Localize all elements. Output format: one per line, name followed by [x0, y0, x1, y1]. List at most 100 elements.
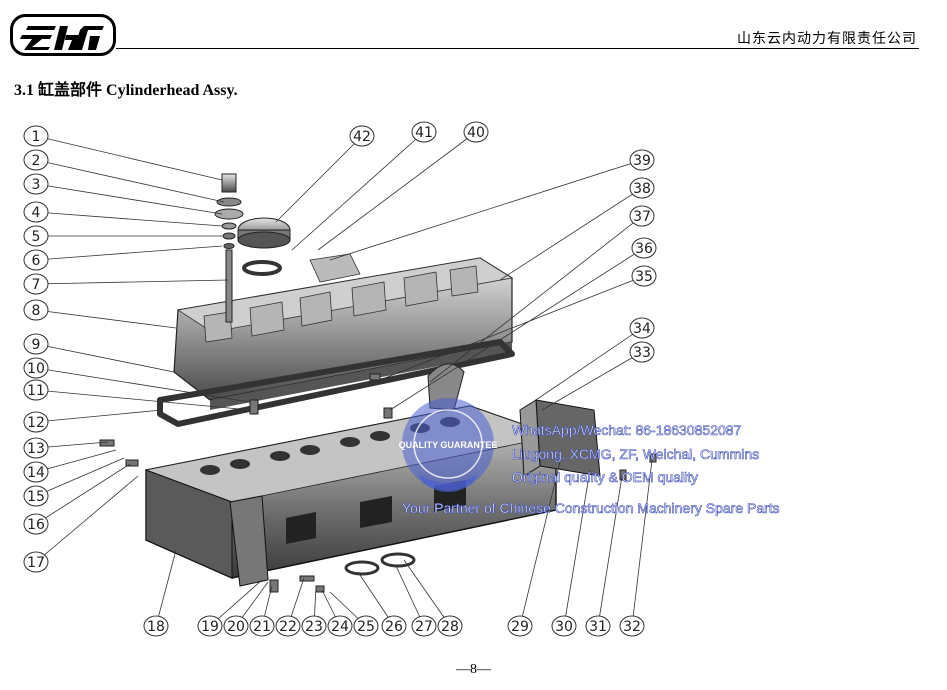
- callout-balloon-10: [23, 357, 49, 379]
- callout-33: 33: [629, 341, 655, 363]
- watermark-seal-text: QUALITY GUARANTEE: [399, 440, 498, 450]
- callout-number-18: 18: [147, 619, 165, 635]
- watermark: QUALITY GUARANTEE WhatsApp/Wechat: 86-18…: [399, 398, 780, 516]
- callout-10: 10: [23, 357, 49, 379]
- callout-balloon-28: [437, 615, 463, 637]
- callout-balloon-42: [349, 125, 375, 147]
- valve-cover: [173, 253, 514, 410]
- callout-number-34: 34: [633, 321, 651, 337]
- watermark-quality: Original quality & OEM quality: [512, 469, 698, 485]
- callout-40: 40: [463, 121, 489, 143]
- leader-line-15: [35, 457, 125, 497]
- leader-line-34: [529, 327, 643, 405]
- leader-line-35: [379, 275, 645, 381]
- callout-number-10: 10: [27, 361, 45, 377]
- callout-30: 30: [551, 615, 577, 637]
- callout-number-33: 33: [633, 345, 651, 361]
- callout-number-5: 5: [32, 229, 41, 245]
- callout-number-23: 23: [305, 619, 323, 635]
- leader-line-30: [563, 469, 591, 627]
- leader-line-29: [519, 461, 561, 627]
- callout-balloon-18: [143, 615, 169, 637]
- callout-22: 22: [275, 615, 301, 637]
- callout-11: 11: [23, 379, 49, 401]
- callout-balloon-19: [197, 615, 223, 637]
- leader-line-12: [35, 409, 163, 423]
- oil-filler-cap: [237, 217, 291, 276]
- callout-balloon-5: [23, 225, 49, 247]
- leader-line-16: [35, 463, 131, 525]
- callout-balloon-21: [249, 615, 275, 637]
- watermark-tagline: Your Partner of Chinese Construction Mac…: [402, 500, 780, 516]
- callout-balloon-11: [23, 379, 49, 401]
- leader-line-32: [631, 459, 653, 627]
- callout-balloon-14: [23, 461, 49, 483]
- company-logo: [10, 14, 116, 56]
- callout-2: 2: [23, 149, 49, 171]
- callout-balloon-12: [23, 411, 49, 433]
- callout-number-24: 24: [331, 619, 349, 635]
- callout-number-17: 17: [27, 555, 45, 571]
- o-rings: [344, 552, 416, 576]
- page-number: —8—: [456, 662, 491, 677]
- callout-balloon-29: [507, 615, 533, 637]
- callout-balloon-37: [629, 205, 655, 227]
- callout-balloon-40: [463, 121, 489, 143]
- callout-number-30: 30: [555, 619, 573, 635]
- leader-line-39: [329, 159, 643, 261]
- callout-number-7: 7: [32, 277, 41, 293]
- callout-balloon-2: [23, 149, 49, 171]
- leader-line-27: [395, 565, 425, 627]
- callout-number-15: 15: [27, 489, 45, 505]
- callout-balloon-1: [23, 125, 49, 147]
- callout-number-4: 4: [32, 205, 41, 221]
- callout-balloon-8: [23, 299, 49, 321]
- callout-balloon-33: [629, 341, 655, 363]
- callout-number-13: 13: [27, 441, 45, 457]
- thermostat-housing: [519, 399, 601, 477]
- callout-balloon-4: [23, 201, 49, 223]
- leader-line-6: [35, 245, 223, 261]
- leader-line-19: [209, 579, 263, 627]
- callout-number-8: 8: [32, 303, 41, 319]
- leader-line-28: [403, 559, 451, 627]
- leader-line-4: [35, 211, 223, 227]
- leader-line-3: [35, 183, 223, 215]
- callout-35: 35: [631, 265, 657, 287]
- bolts: [99, 373, 657, 593]
- callout-number-38: 38: [633, 181, 651, 197]
- valve-cover-gasket: [157, 339, 515, 427]
- leader-line-11: [35, 389, 251, 411]
- leader-line-40: [317, 131, 477, 251]
- callout-balloon-9: [23, 333, 49, 355]
- section-title: 3.1 缸盖部件 Cylinderhead Assy.: [14, 76, 238, 100]
- callout-number-42: 42: [353, 129, 371, 145]
- cylinder-head: [144, 405, 558, 579]
- callout-number-3: 3: [32, 177, 41, 193]
- callout-balloon-27: [411, 615, 437, 637]
- callout-27: 27: [411, 615, 437, 637]
- callout-balloon-23: [301, 615, 327, 637]
- callout-balloon-32: [619, 615, 645, 637]
- callout-balloon-31: [585, 615, 611, 637]
- section-number: 3.1: [14, 82, 34, 99]
- callout-balloon-22: [275, 615, 301, 637]
- callout-number-1: 1: [32, 129, 41, 145]
- leader-line-42: [275, 135, 363, 223]
- callout-balloon-41: [411, 121, 437, 143]
- callout-balloon-25: [353, 615, 379, 637]
- callout-12: 12: [23, 411, 49, 433]
- callout-number-28: 28: [441, 619, 459, 635]
- callout-14: 14: [23, 461, 49, 483]
- callout-number-35: 35: [635, 269, 653, 285]
- callout-number-12: 12: [27, 415, 45, 431]
- callout-balloon-6: [23, 249, 49, 271]
- callout-balloon-16: [23, 513, 49, 535]
- callout-18: 18: [143, 615, 169, 637]
- callout-6: 6: [23, 249, 49, 271]
- callout-number-16: 16: [27, 517, 45, 533]
- leader-line-14: [35, 449, 117, 473]
- callout-4: 4: [23, 201, 49, 223]
